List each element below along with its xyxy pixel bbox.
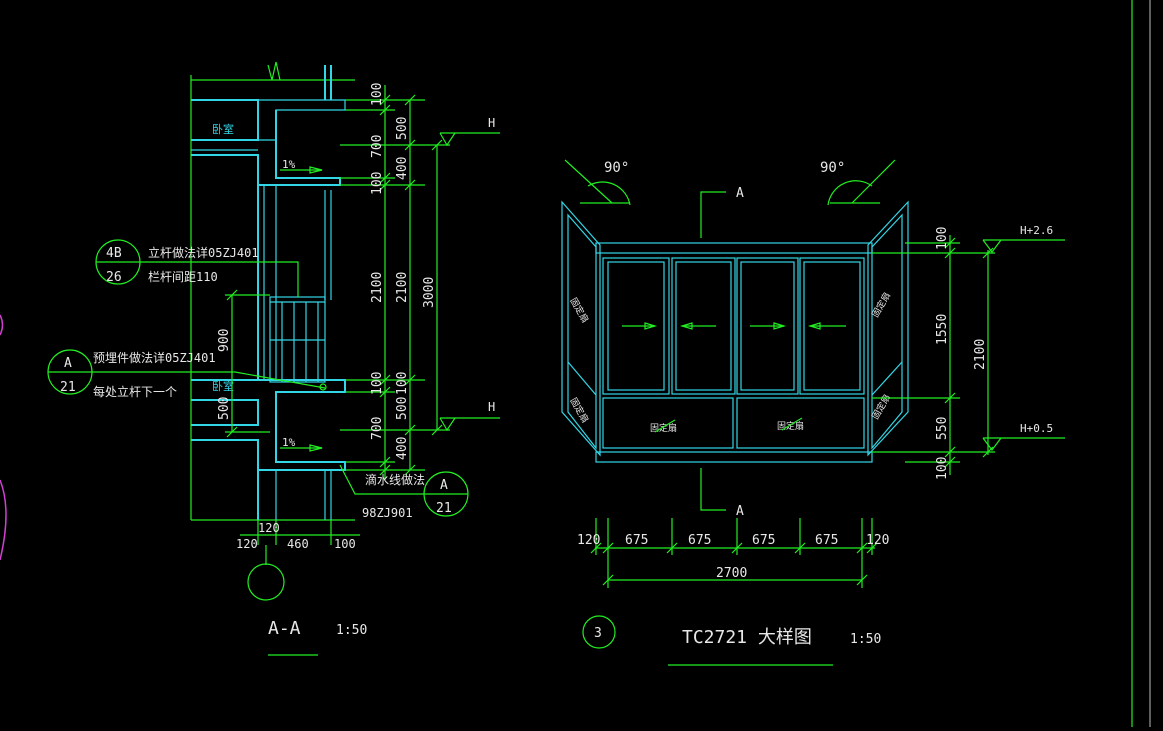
magenta-arc-small (0, 314, 4, 336)
dim-text: 500 (395, 397, 410, 420)
callout3-line2: 98ZJ901 (362, 506, 413, 520)
fixed-sash-label: 固定扇 (567, 396, 591, 425)
fixed-sash-label: 固定扇 (777, 420, 804, 432)
detail-number-circle (582, 615, 616, 649)
dim-text: 2100 (395, 272, 410, 303)
callout2-bottom: 21 (60, 380, 76, 395)
callout3-bottom: 21 (436, 501, 452, 516)
detail-number: 3 (594, 626, 602, 641)
section-mark-top: A (736, 186, 744, 201)
dim-bottom: 100 (334, 537, 356, 551)
callout2-line2: 每处立杆下一个 (93, 384, 177, 399)
dim-bottom-total: 2700 (716, 566, 747, 581)
level-mark-top: H+2.6 (1020, 224, 1053, 237)
dim-right: 100 (935, 457, 950, 480)
section-scale: 1:50 (336, 623, 367, 638)
level-mark-top: H (488, 116, 495, 130)
dim-bottom: 675 (752, 533, 775, 548)
axis-bubble (247, 563, 285, 601)
callout1-bottom: 26 (106, 270, 122, 285)
dim-bottom: 120 (577, 533, 600, 548)
level-mark-bottom: H (488, 400, 495, 414)
callout1-line1: 立杆做法详05ZJ401 (148, 245, 259, 260)
angle-right: 90° (820, 160, 845, 176)
dim-text-total: 3000 (422, 277, 437, 308)
dim-text: 100 (395, 372, 410, 395)
dim-text: 100 (370, 83, 385, 106)
room-label-top: 卧室 (212, 122, 234, 136)
dim-text: 500 (395, 117, 410, 140)
callout3-top: A (440, 478, 448, 493)
dim-bottom: 120 (866, 533, 889, 548)
angle-left: 90° (604, 160, 629, 176)
dim-right-total: 2100 (973, 339, 988, 370)
callout2-line1: 预埋件做法详05ZJ401 (93, 350, 216, 365)
dim-bottom: 675 (625, 533, 648, 548)
callout1-top: 4B (106, 246, 122, 261)
dim-text: 700 (370, 135, 385, 158)
dim-bottom: 675 (688, 533, 711, 548)
fixed-sash-label: 固定扇 (567, 296, 591, 325)
dim-bottom: 120 (236, 537, 258, 551)
dim-bottom: 675 (815, 533, 838, 548)
detail-scale: 1:50 (850, 632, 881, 647)
callout3-line1: 滴水线做法 (365, 472, 425, 487)
dim-text: 400 (395, 437, 410, 460)
room-label-mid: 卧室 (212, 379, 234, 393)
dim-text: 2100 (370, 272, 385, 303)
dim-bottom: 120 (258, 521, 280, 535)
dim-text: 900 (217, 329, 232, 352)
fixed-sash-label: 固定扇 (650, 422, 677, 434)
fixed-sash-label: 固定扇 (869, 392, 893, 421)
dim-right: 100 (935, 227, 950, 250)
fixed-sash-label: 固定扇 (869, 290, 893, 319)
section-a-a: 卧室 卧室 1% 1% (47, 61, 500, 656)
slope-label-top: 1% (282, 158, 296, 171)
section-title: A-A (268, 618, 301, 639)
section-mark-bottom: A (736, 504, 744, 519)
level-mark-bottom: H+0.5 (1020, 422, 1053, 435)
dim-text: 100 (370, 372, 385, 395)
dim-right: 1550 (935, 314, 950, 345)
dim-text: 400 (395, 157, 410, 180)
callout1-line2: 栏杆间距110 (148, 269, 218, 284)
slope-label-bottom: 1% (282, 436, 296, 449)
magenta-arc (0, 479, 7, 561)
dim-right: 550 (935, 417, 950, 440)
dim-text: 500 (217, 397, 232, 420)
window-detail: 固定扇 固定扇 固定扇 固定扇 固定扇 固定扇 90° 90° A A (561, 159, 1065, 666)
dim-text: 100 (370, 172, 385, 195)
dim-text: 700 (370, 417, 385, 440)
callout2-top: A (64, 356, 72, 371)
dim-bottom: 460 (287, 537, 309, 551)
detail-title: TC2721 大样图 (682, 627, 812, 648)
